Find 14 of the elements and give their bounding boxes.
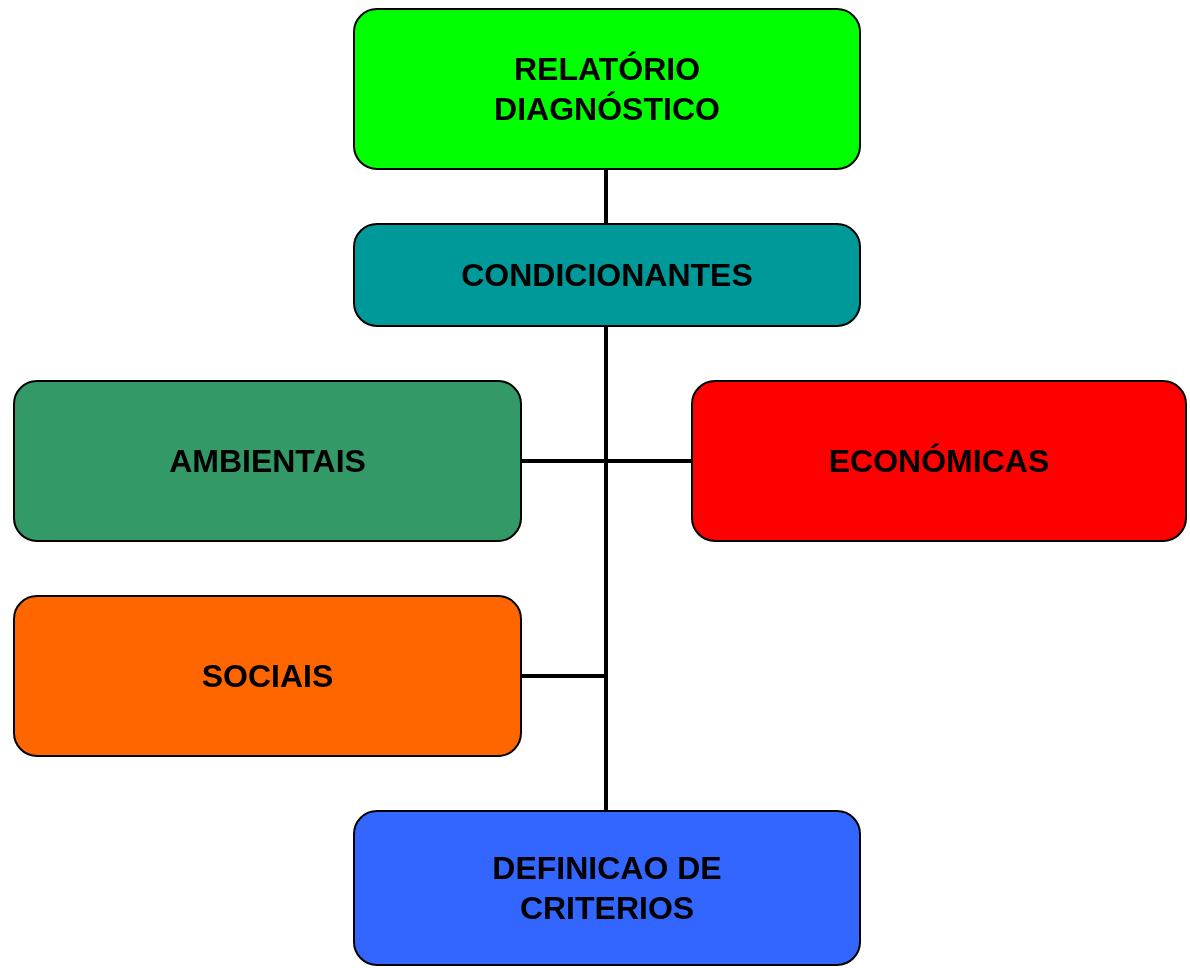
box-label: DEFINICAO DE CRITERIOS xyxy=(491,849,723,928)
process-box xyxy=(353,8,861,170)
box-label: AMBIENTAIS xyxy=(168,442,367,481)
box-label: CONDICIONANTES xyxy=(460,256,754,295)
box-label: ECONÓMICAS xyxy=(827,442,1051,481)
process-box xyxy=(353,810,861,966)
connector-line xyxy=(604,327,608,810)
process-box xyxy=(353,223,861,327)
connector-line xyxy=(604,170,608,223)
box-label: RELATÓRIO DIAGNÓSTICO xyxy=(493,50,721,129)
process-box xyxy=(691,380,1187,542)
process-box xyxy=(13,380,522,542)
process-box xyxy=(13,595,522,757)
box-label: SOCIAIS xyxy=(200,657,335,696)
